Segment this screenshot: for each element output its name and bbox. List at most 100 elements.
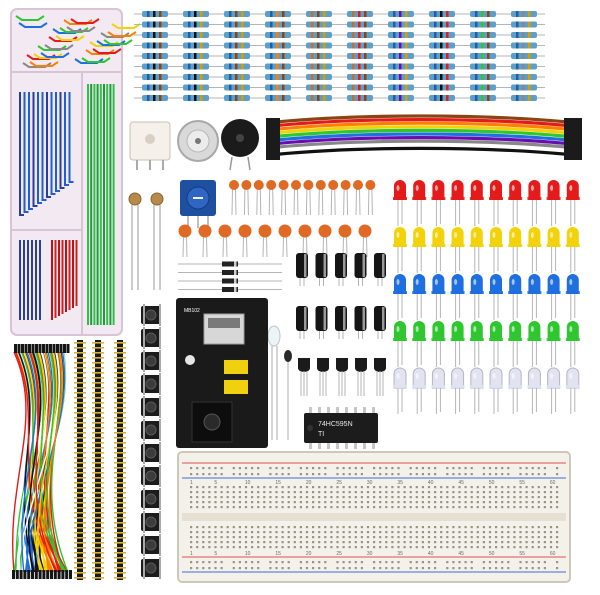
header-pin bbox=[92, 527, 104, 529]
breadboard-hole bbox=[257, 467, 260, 470]
breadboard-hole bbox=[208, 531, 211, 534]
resistor bbox=[503, 21, 545, 28]
led bbox=[527, 321, 542, 367]
breadboard-column-number: 20 bbox=[306, 480, 312, 486]
breadboard-column-number: 60 bbox=[550, 551, 556, 557]
breadboard-hole bbox=[220, 561, 223, 564]
breadboard-hole bbox=[458, 506, 461, 509]
breadboard-hole bbox=[330, 506, 333, 509]
header-pin bbox=[92, 427, 104, 429]
breadboard-hole bbox=[312, 501, 315, 504]
electrolytic-capacitor bbox=[315, 306, 328, 339]
jumper-tip bbox=[45, 344, 49, 353]
breadboard-hole bbox=[543, 567, 546, 570]
header-pin bbox=[114, 572, 126, 574]
breadboard-hole bbox=[397, 531, 400, 534]
breadboard-hole bbox=[196, 473, 199, 476]
header-pin bbox=[74, 562, 86, 564]
breadboard-hole bbox=[342, 561, 345, 564]
breadboard-hole bbox=[434, 546, 437, 549]
breadboard-hole bbox=[501, 541, 504, 544]
breadboard-hole bbox=[452, 567, 455, 570]
breadboard-hole bbox=[251, 546, 254, 549]
breadboard-hole bbox=[519, 526, 522, 529]
breadboard-hole bbox=[495, 541, 498, 544]
breadboard-hole bbox=[348, 567, 351, 570]
breadboard-hole bbox=[488, 561, 492, 564]
resistor bbox=[462, 84, 504, 91]
breadboard-hole bbox=[305, 496, 309, 499]
jumper-wire-bundle bbox=[11, 344, 72, 579]
breadboard-column-number: 10 bbox=[245, 551, 251, 557]
breadboard-hole bbox=[299, 496, 302, 499]
preformed-wire bbox=[103, 39, 133, 45]
breadboard-hole bbox=[415, 496, 418, 499]
breadboard-hole bbox=[336, 473, 339, 476]
breadboard-hole bbox=[354, 546, 357, 549]
breadboard-hole bbox=[440, 531, 443, 534]
breadboard-hole bbox=[476, 526, 479, 529]
breadboard-hole bbox=[537, 531, 540, 534]
breadboard-hole bbox=[434, 491, 437, 494]
breadboard-hole bbox=[495, 567, 498, 570]
resistor bbox=[298, 53, 340, 59]
jumper-tip bbox=[21, 344, 24, 353]
breadboard-hole bbox=[531, 496, 534, 499]
header-pin bbox=[74, 417, 86, 419]
breadboard-hole bbox=[342, 496, 345, 499]
header-pin bbox=[74, 357, 86, 359]
breadboard-hole bbox=[501, 473, 504, 476]
breadboard-hole bbox=[330, 546, 333, 549]
breadboard-hole bbox=[196, 526, 199, 529]
breadboard-hole bbox=[275, 486, 278, 489]
breadboard-hole bbox=[244, 486, 248, 489]
header-pin bbox=[92, 562, 104, 564]
breadboard-hole bbox=[549, 486, 553, 489]
resistor bbox=[380, 84, 422, 91]
breadboard-hole bbox=[458, 496, 461, 499]
header-pin bbox=[74, 532, 86, 534]
breadboard-hole bbox=[366, 546, 370, 549]
breadboard-hole bbox=[348, 536, 351, 539]
breadboard-hole bbox=[257, 541, 260, 544]
breadboard-hole bbox=[446, 536, 449, 539]
breadboard-hole bbox=[269, 506, 272, 509]
ic-pin bbox=[354, 407, 357, 413]
jumper-tip bbox=[19, 570, 23, 579]
breadboard-hole bbox=[531, 531, 534, 534]
breadboard-hole bbox=[501, 536, 504, 539]
breadboard-hole bbox=[293, 506, 296, 509]
breadboard-hole bbox=[543, 536, 546, 539]
header-pin bbox=[92, 347, 104, 349]
jumper-tip bbox=[12, 570, 15, 579]
breadboard-hole bbox=[269, 526, 272, 529]
breadboard-hole bbox=[421, 541, 424, 544]
blue-wire bbox=[68, 92, 74, 183]
breadboard-hole bbox=[214, 473, 217, 476]
breadboard-hole bbox=[287, 541, 290, 544]
breadboard-hole bbox=[220, 501, 223, 504]
preformed-wire bbox=[40, 52, 70, 58]
jumper-wire bbox=[35, 351, 66, 573]
breadboard-hole bbox=[281, 496, 284, 499]
resistor bbox=[462, 32, 504, 38]
resistor bbox=[134, 63, 176, 70]
breadboard-column-number: 55 bbox=[519, 551, 525, 557]
breadboard-hole bbox=[299, 546, 302, 549]
breadboard-hole bbox=[464, 546, 467, 549]
breadboard-hole bbox=[232, 541, 235, 544]
led bbox=[393, 274, 407, 320]
resistor bbox=[339, 74, 381, 80]
breadboard-hole bbox=[214, 567, 217, 570]
breadboard-hole bbox=[354, 501, 357, 504]
breadboard-hole bbox=[427, 536, 431, 539]
breadboard-hole bbox=[476, 501, 479, 504]
breadboard-hole bbox=[208, 506, 211, 509]
header-pin bbox=[92, 572, 104, 574]
header-pin bbox=[74, 427, 86, 429]
breadboard-hole bbox=[342, 491, 345, 494]
breadboard-hole bbox=[440, 506, 443, 509]
breadboard-hole bbox=[336, 491, 339, 494]
led bbox=[412, 367, 427, 414]
breadboard-hole bbox=[464, 567, 467, 570]
